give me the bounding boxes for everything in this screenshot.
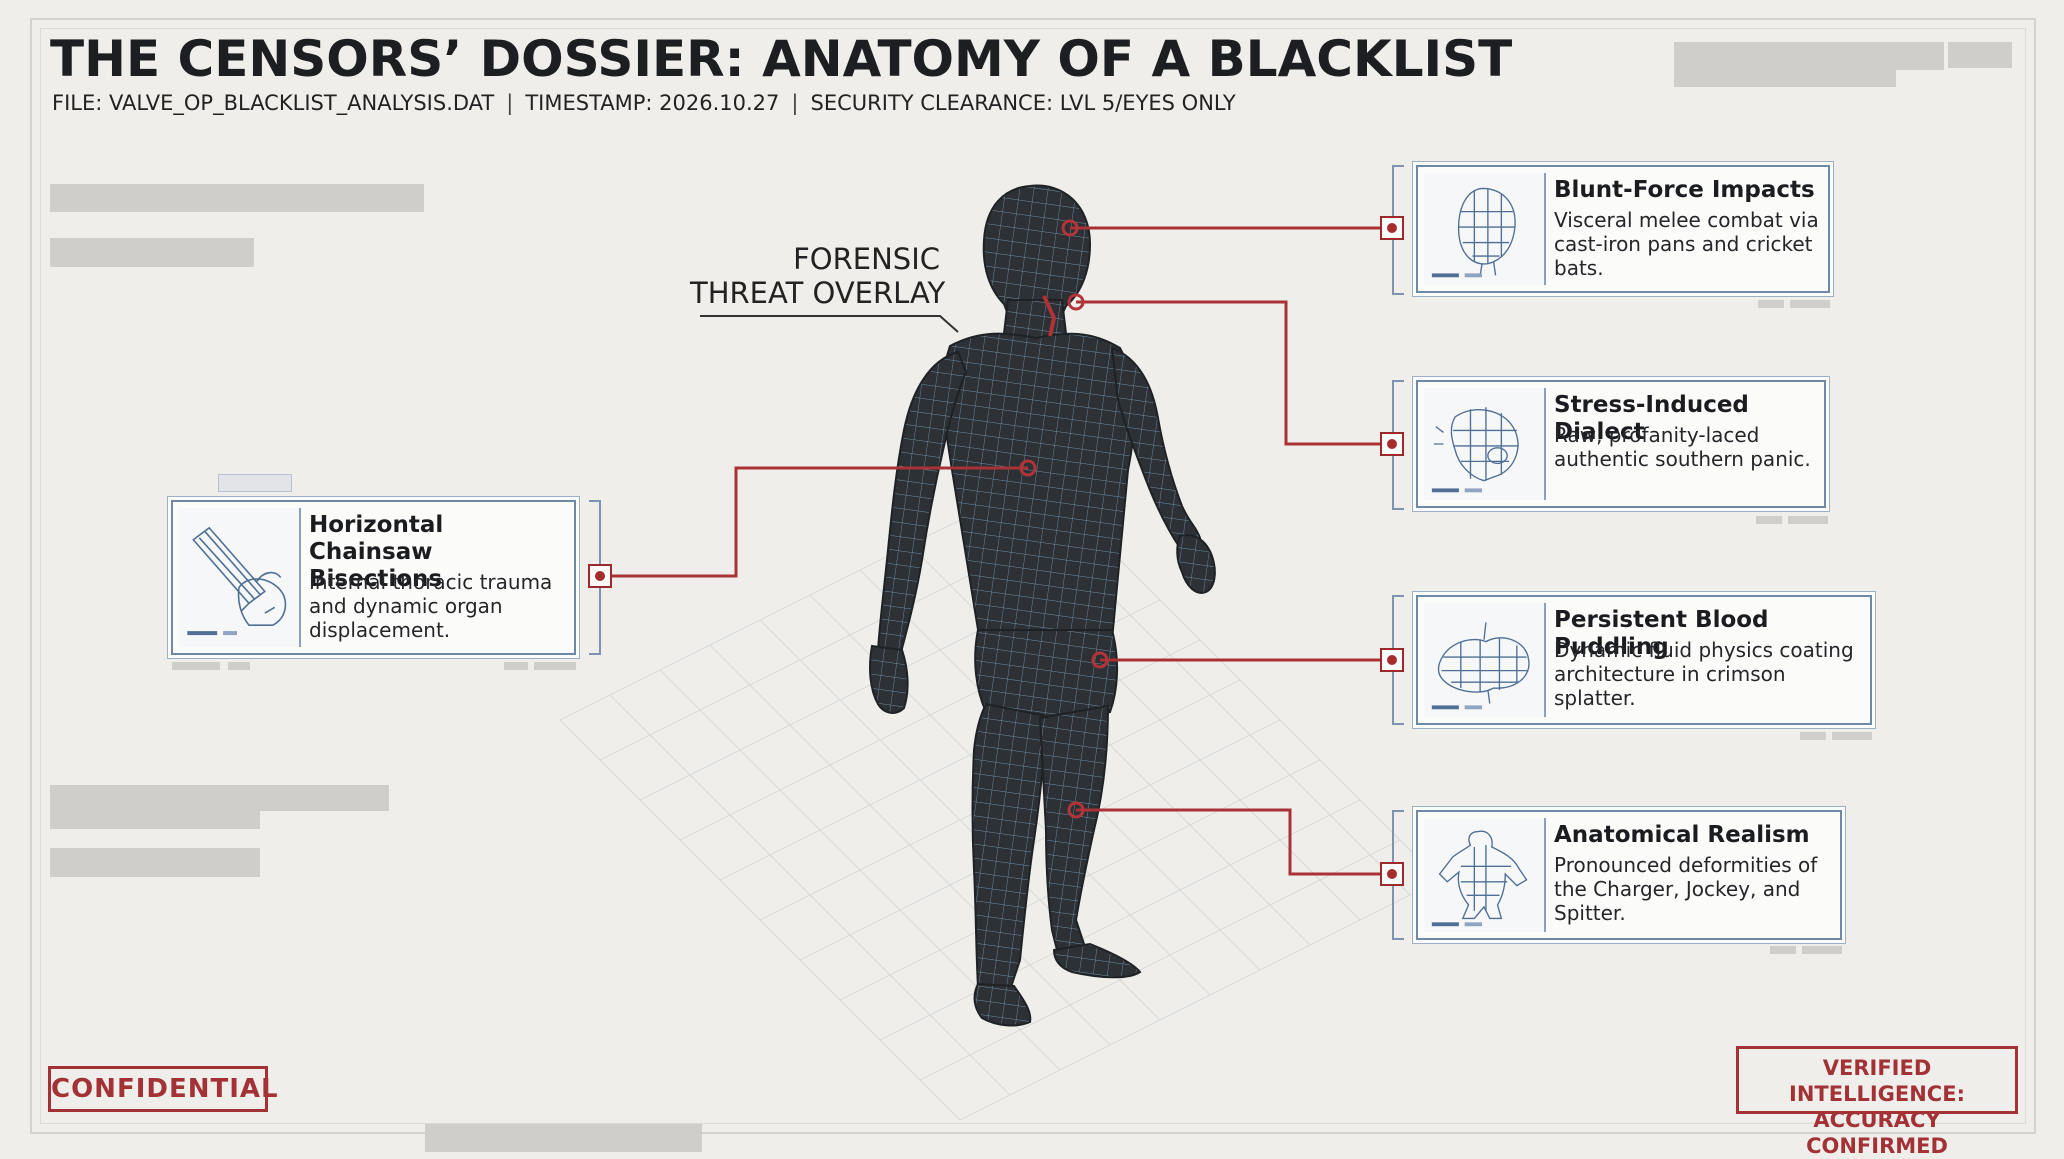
callout-title: Horizontal Chainsaw Bisections xyxy=(309,512,444,592)
file-metadata-line: FILE: VALVE_OP_BLACKLIST_ANALYSIS.DAT | TI… xyxy=(52,91,1236,115)
callout-title: Persistent Blood Puddling xyxy=(1554,607,1769,660)
callout-body-line: architecture in crimson xyxy=(1554,662,1786,686)
connector-node xyxy=(1380,648,1404,672)
callout-card-blunt-force[interactable]: Blunt-Force Impacts Visceral melee comba… xyxy=(1416,165,1830,293)
confidential-stamp: CONFIDENTIAL xyxy=(48,1066,278,1112)
overlay-leader-line xyxy=(700,315,959,333)
screaming-head-icon xyxy=(1424,388,1546,500)
blood-splatter-icon xyxy=(1424,603,1546,717)
callout-title: Blunt-Force Impacts xyxy=(1554,177,1815,203)
forensic-threat-overlay-label: FORENSIC THREAT OVERLAY xyxy=(690,242,946,310)
callout-body-line: splatter. xyxy=(1554,686,1636,710)
redaction-bar xyxy=(425,1124,702,1152)
callout-body: Dynamic fluid physics coating architectu… xyxy=(1554,638,1862,710)
callout-title: Anatomical Realism xyxy=(1554,822,1810,848)
verified-stamp-line1: VERIFIED INTELLIGENCE: xyxy=(1789,1056,1965,1106)
redaction-bar xyxy=(50,848,260,877)
redaction-bar xyxy=(504,662,528,670)
callout-card-dialect[interactable]: Stress-Induced Dialect Raw, profanity-la… xyxy=(1416,380,1826,508)
redaction-bar xyxy=(218,474,292,492)
redaction-bar xyxy=(1802,946,1842,954)
connector-node xyxy=(1380,216,1404,240)
verified-stamp-line2: ACCURACY CONFIRMED xyxy=(1806,1108,1948,1158)
redaction-bar xyxy=(50,238,254,267)
callout-body-line: Spitter. xyxy=(1554,901,1626,925)
callout-body-line: Dynamic fluid physics coating xyxy=(1554,638,1854,662)
callout-body: Visceral melee combat via cast-iron pans… xyxy=(1554,208,1820,280)
callout-body-line: the Charger, Jockey, and xyxy=(1554,877,1801,901)
callout-body-line: and dynamic organ xyxy=(309,594,503,618)
redaction-bar xyxy=(534,662,576,670)
security-clearance: SECURITY CLEARANCE: LVL 5/EYES ONLY xyxy=(810,91,1236,115)
redaction-bar xyxy=(1758,300,1784,308)
redaction-bar xyxy=(1790,300,1830,308)
overlay-label-line1: FORENSIC xyxy=(793,242,940,276)
redaction-bar xyxy=(1674,70,1896,87)
connector-lines xyxy=(602,226,1392,876)
callout-card-anatomy[interactable]: Anatomical Realism Pronounced deformitie… xyxy=(1416,810,1842,940)
callout-title: Stress-Induced Dialect xyxy=(1554,392,1749,445)
chainsaw-icon xyxy=(179,508,301,647)
callout-body-line: Raw, profanity-laced xyxy=(1554,423,1760,447)
redaction-bar xyxy=(1800,732,1826,740)
wireframe-human-figure xyxy=(869,184,1216,1027)
callout-body-line: displacement. xyxy=(309,618,451,642)
separator: | xyxy=(791,91,799,115)
redaction-bar xyxy=(1756,516,1782,524)
redaction-bar xyxy=(172,662,220,670)
inner-frame xyxy=(40,28,2026,1124)
connector-node xyxy=(1380,432,1404,456)
redaction-bar xyxy=(50,785,389,811)
redaction-bar xyxy=(1948,42,2012,68)
target-markers xyxy=(1019,219,1109,819)
overlay-label-line2: THREAT OVERLAY xyxy=(690,276,946,310)
callout-card-blood[interactable]: Persistent Blood Puddling Dynamic fluid … xyxy=(1416,595,1872,725)
file-name: FILE: VALVE_OP_BLACKLIST_ANALYSIS.DAT xyxy=(52,91,495,115)
redaction-bar xyxy=(1788,516,1828,524)
callout-body-line: bats. xyxy=(1554,256,1604,280)
page-title: THE CENSORS’ DOSSIER: ANATOMY OF A BLACK… xyxy=(50,30,1513,88)
callout-card-chainsaw[interactable]: Horizontal Chainsaw Bisections Internal … xyxy=(171,500,576,655)
redaction-bar xyxy=(50,811,260,829)
connector-node xyxy=(588,564,612,588)
callout-body-line: Visceral melee combat via xyxy=(1554,208,1819,232)
callout-body: Raw, profanity-laced authentic southern … xyxy=(1554,423,1816,471)
head-wireframe-icon xyxy=(1424,173,1546,285)
outer-frame xyxy=(30,18,2036,1134)
callout-body: Pronounced deformities of the Charger, J… xyxy=(1554,853,1832,925)
separator: | xyxy=(506,91,514,115)
redaction-bar xyxy=(50,184,424,212)
callout-body-line: authentic southern panic. xyxy=(1554,447,1811,471)
verified-intelligence-stamp: VERIFIED INTELLIGENCE: ACCURACY CONFIRME… xyxy=(1736,1046,2018,1158)
callout-body-line: Internal thoracic trauma xyxy=(309,570,553,594)
timestamp: TIMESTAMP: 2026.10.27 xyxy=(525,91,780,115)
callout-body: Internal thoracic trauma and dynamic org… xyxy=(309,570,566,642)
mutant-figure-icon xyxy=(1424,818,1546,932)
redaction-bar xyxy=(1832,732,1872,740)
redaction-bar xyxy=(1770,946,1796,954)
callout-body-line: cast-iron pans and cricket xyxy=(1554,232,1813,256)
redaction-bar xyxy=(1674,42,1944,70)
redaction-bar xyxy=(228,662,250,670)
connector-node xyxy=(1380,862,1404,886)
callout-body-line: Pronounced deformities of xyxy=(1554,853,1818,877)
neck-wound-mark xyxy=(1042,295,1057,337)
